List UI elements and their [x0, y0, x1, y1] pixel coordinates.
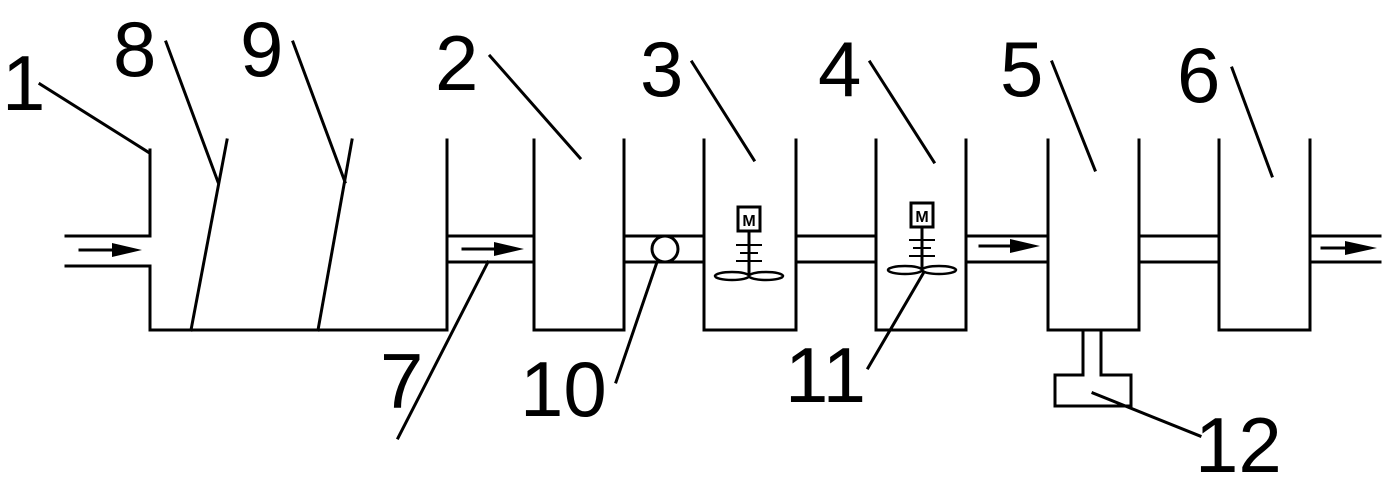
label-6: 6	[1177, 31, 1220, 119]
mixer-3: M	[713, 205, 785, 282]
tank-6	[1217, 138, 1312, 332]
pipe-4-5	[964, 234, 1050, 264]
label-3: 3	[640, 25, 683, 113]
inlet-pipe	[64, 234, 152, 268]
label-4: 4	[818, 25, 861, 113]
label-2: 2	[435, 19, 478, 107]
leader-4	[867, 59, 937, 165]
leader-10	[614, 260, 659, 384]
leader-7	[395, 259, 491, 441]
leader-8	[164, 40, 220, 184]
motor-icon: M	[742, 213, 755, 230]
baffle-9	[316, 138, 354, 332]
sludge-hopper-12	[1053, 328, 1133, 408]
tank-1	[148, 138, 449, 332]
leader-12	[1091, 391, 1202, 438]
pipe-5-6	[1137, 234, 1221, 264]
leader-5	[1050, 60, 1097, 172]
tank-2	[532, 138, 626, 332]
motor-icon: M	[915, 209, 928, 226]
leader-lines	[37, 40, 1274, 441]
label-7: 7	[380, 337, 423, 425]
label-12: 12	[1195, 401, 1282, 487]
outlet-pipe	[1308, 234, 1382, 264]
part-labels: 1 8 9 2 3 4 5 6 7 10 11 12	[2, 5, 1282, 487]
label-8: 8	[113, 5, 156, 93]
mixer-11: M	[886, 201, 958, 276]
leader-11	[865, 269, 927, 371]
pipe-7	[445, 234, 536, 264]
leader-2	[487, 53, 583, 161]
inlet-flow-arrow	[78, 243, 142, 257]
label-1: 1	[2, 39, 45, 127]
leader-9	[291, 40, 347, 184]
baffle-8	[189, 138, 229, 332]
pipe-3-4	[794, 234, 878, 264]
label-5: 5	[1000, 25, 1043, 113]
leader-6	[1230, 66, 1274, 178]
leader-1	[37, 81, 151, 155]
label-9: 9	[240, 5, 283, 93]
leader-3	[689, 59, 757, 163]
pump-10	[650, 234, 680, 264]
label-10: 10	[520, 345, 607, 433]
label-11: 11	[785, 331, 866, 419]
